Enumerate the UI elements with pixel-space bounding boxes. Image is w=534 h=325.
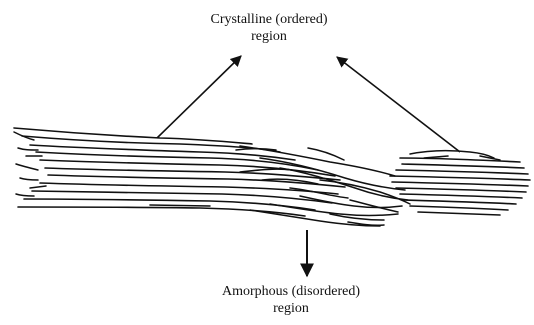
amorphous-label-line1: Amorphous (disordered) xyxy=(196,283,386,300)
crystalline-region-label: Crystalline (ordered) region xyxy=(184,11,354,45)
crystalline-label-line1: Crystalline (ordered) xyxy=(184,11,354,28)
left-chain-ends xyxy=(14,132,210,206)
crystalline-label-line2: region xyxy=(184,28,354,45)
amorphous-region-label: Amorphous (disordered) region xyxy=(196,283,386,317)
arrow-to-left-crystalline xyxy=(157,56,241,138)
right-crystalline-chains xyxy=(390,158,530,215)
amorphous-chains xyxy=(236,146,410,226)
left-crystalline-chains xyxy=(14,128,345,216)
amorphous-label-line2: region xyxy=(196,300,386,317)
arrow-to-right-crystalline xyxy=(337,57,460,152)
